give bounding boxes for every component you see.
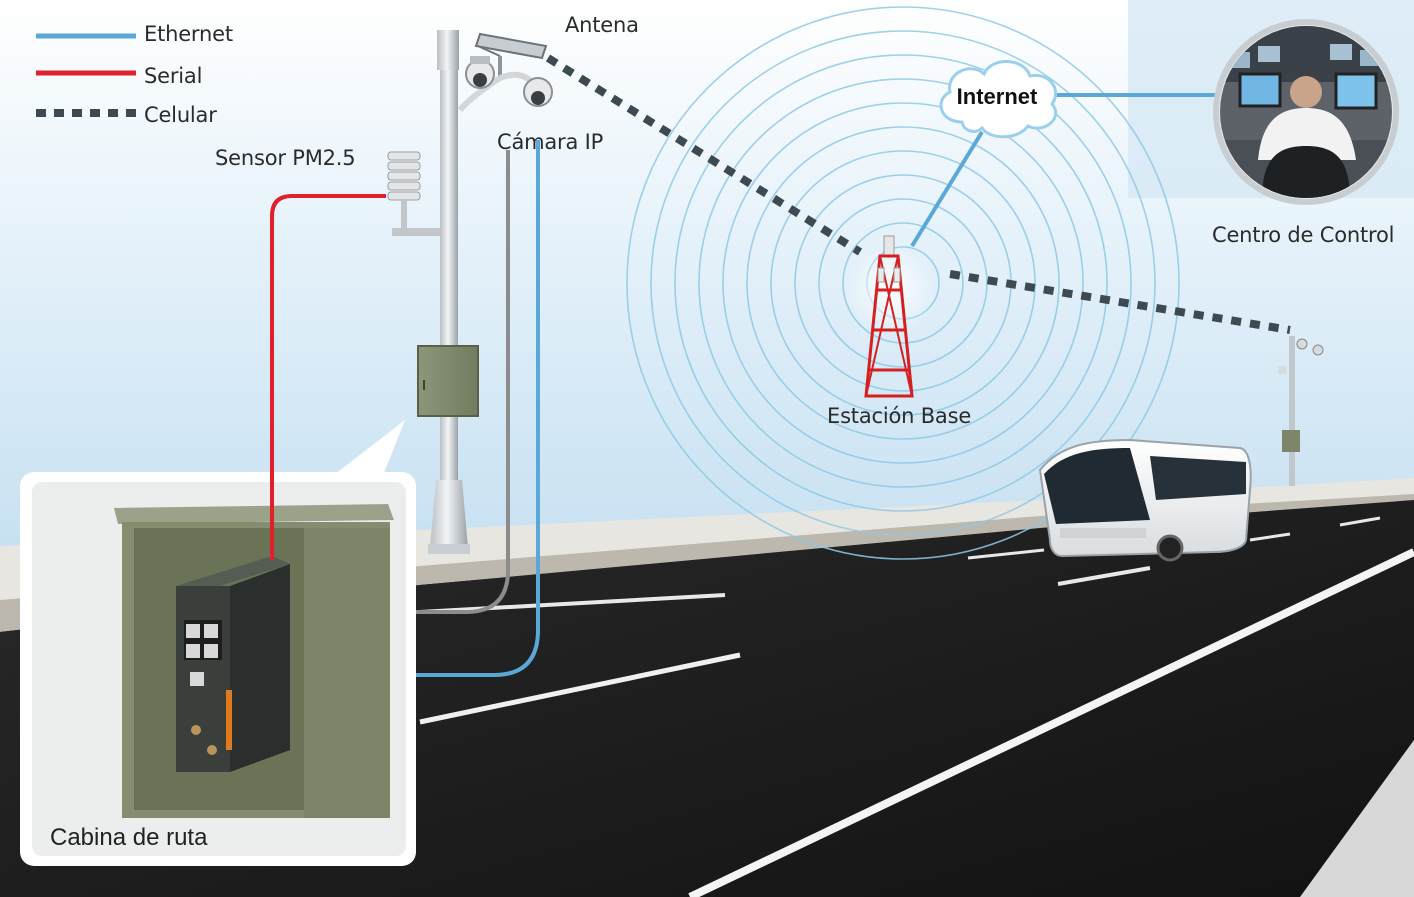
base-station-tower-icon	[844, 235, 936, 398]
lane-marking	[419, 652, 741, 725]
road-edge-line	[688, 548, 1414, 897]
lane-marking	[1057, 566, 1151, 586]
lane-marking	[419, 593, 726, 614]
internet-label: Internet	[956, 84, 1038, 109]
pm25-sensor-icon	[387, 151, 440, 236]
control-center-icon	[1213, 19, 1399, 205]
pm25-sensor-label: Sensor PM2.5	[215, 146, 356, 170]
lane-marking	[1249, 532, 1291, 542]
remote-pole-icon	[1278, 336, 1324, 486]
ethernet-link-camera	[290, 140, 540, 677]
serial-link-sensor	[270, 194, 386, 560]
road-shoulder	[1300, 740, 1414, 897]
legend-cellular-label: Celular	[144, 103, 217, 127]
lane-marking	[967, 548, 1045, 560]
ethernet-link-base-to-internet	[910, 130, 984, 248]
cellular-link-base-to-remote-pole	[949, 270, 1291, 334]
legend-ethernet-label: Ethernet	[144, 22, 233, 46]
lane-marking	[1339, 516, 1381, 527]
cellular-link-antenna-to-base	[545, 54, 863, 256]
ip-camera-label: Cámara IP	[497, 130, 604, 154]
ip-camera-icon	[457, 56, 553, 112]
internet-cloud-icon	[939, 60, 1058, 139]
legend-serial-label: Serial	[144, 64, 203, 88]
antenna-label: Antena	[565, 13, 639, 37]
cabinet-label: Cabina de ruta	[50, 824, 208, 851]
control-center-label: Centro de Control	[1212, 223, 1395, 247]
base-station-label: Estación Base	[827, 404, 972, 428]
cabinet-inset	[20, 420, 416, 866]
bus-icon	[1038, 438, 1252, 562]
cabinet-link-grey	[288, 150, 510, 614]
roadside-cabinet-icon	[417, 345, 479, 417]
